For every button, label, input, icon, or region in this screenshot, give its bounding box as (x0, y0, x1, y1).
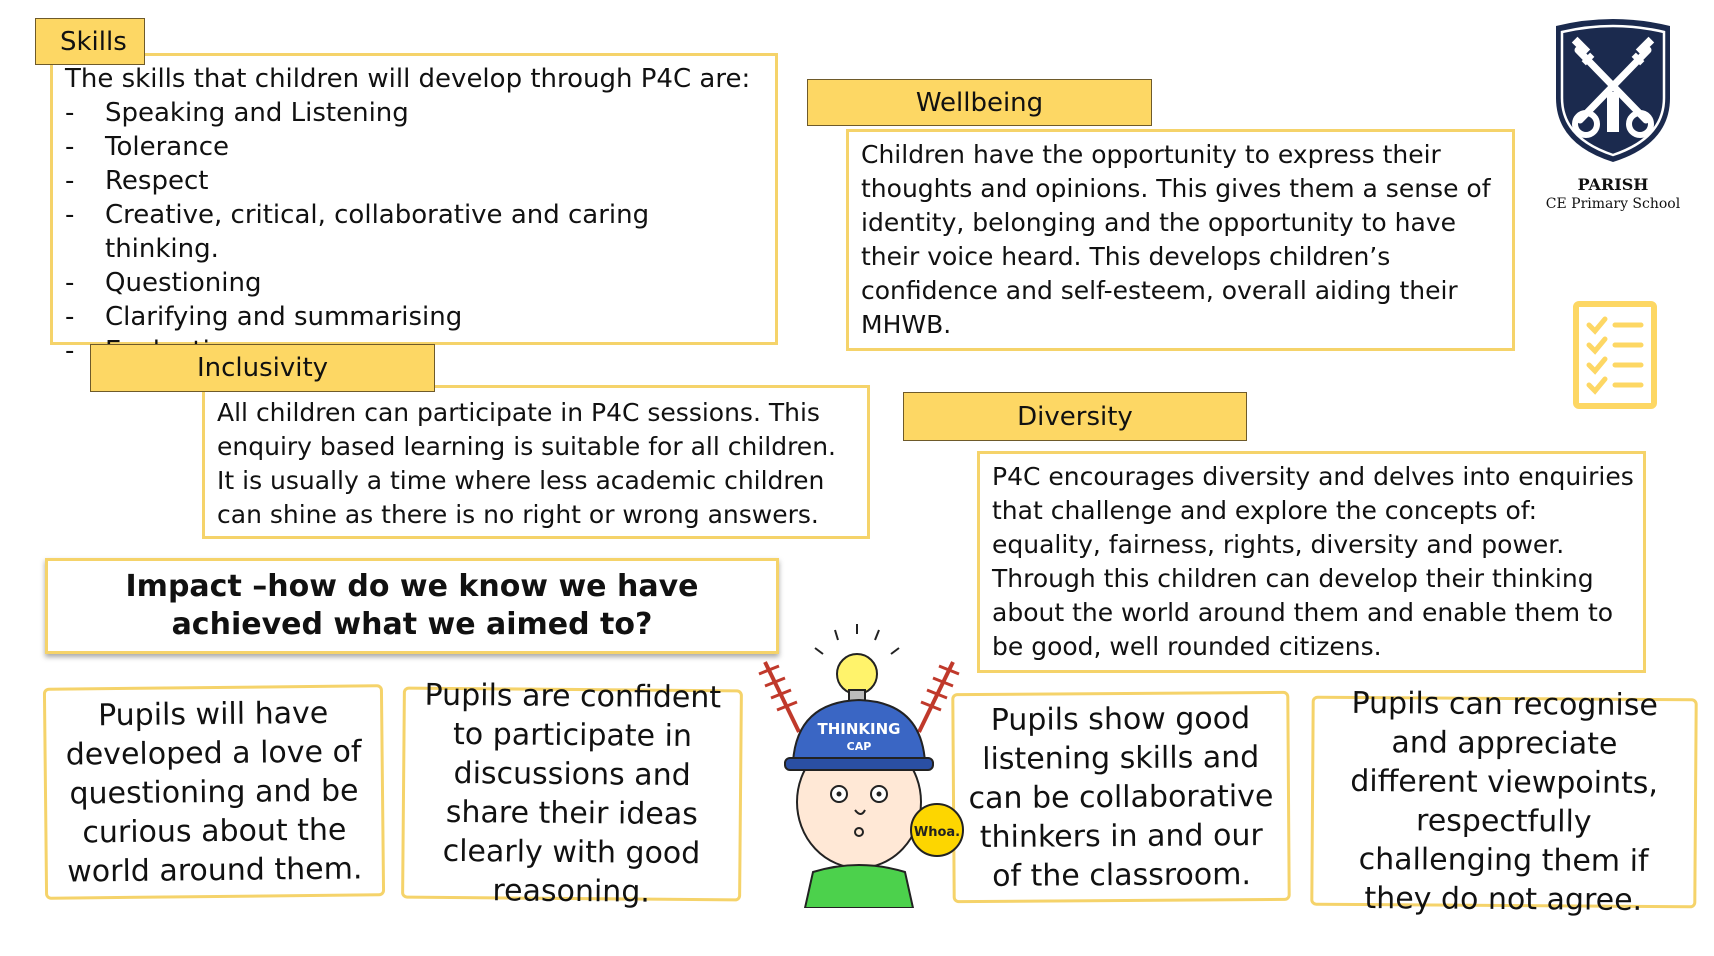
diversity-label: Diversity (903, 392, 1247, 441)
outcome-card-listening: Pupils show good listening skills and ca… (951, 690, 1291, 904)
diversity-panel: P4C encourages diversity and delves into… (977, 451, 1646, 673)
skills-list: -Speaking and Listening -Tolerance -Resp… (65, 96, 765, 368)
skills-label: Skills (35, 18, 145, 65)
shield-crossed-keys-icon (1556, 19, 1670, 162)
skills-panel: The skills that children will develop th… (50, 53, 778, 366)
list-item: -Tolerance (65, 130, 765, 164)
school-name-line1: PARISH (1577, 175, 1649, 194)
list-item: -Clarifying and summarising (65, 300, 765, 334)
outcome-card-viewpoints: Pupils can recognise and appreciate diff… (1310, 686, 1698, 918)
bullet-dash: - (65, 98, 75, 128)
wellbeing-panel: Children have the opportunity to express… (846, 129, 1515, 351)
list-item: -Creative, critical, collaborative and c… (65, 198, 765, 266)
impact-heading: Impact –how do we know we have achieved … (45, 558, 779, 654)
bullet-dash: - (65, 336, 75, 366)
skill-item-label: Creative, critical, collaborative and ca… (105, 200, 650, 264)
checklist-icon (1573, 301, 1657, 409)
bullet-dash: - (65, 302, 75, 332)
bullet-dash: - (65, 132, 75, 162)
outcome-card-questioning: Pupils will have developed a love of que… (42, 684, 386, 900)
skill-item-label: Respect (105, 166, 209, 196)
list-item: -Questioning (65, 266, 765, 300)
school-name: PARISH CE Primary School (1530, 175, 1696, 213)
wellbeing-label: Wellbeing (807, 79, 1152, 126)
cap-text: THINKING (818, 720, 901, 738)
skill-item-label: Speaking and Listening (105, 98, 409, 128)
bullet-dash: - (65, 166, 75, 196)
skill-item-label: Questioning (105, 268, 262, 298)
cap-text-2: CAP (847, 740, 872, 753)
inclusivity-label: Inclusivity (90, 344, 435, 392)
skill-item-label: Clarifying and summarising (105, 302, 463, 332)
bullet-dash: - (65, 200, 75, 230)
skill-item-label: Tolerance (105, 132, 229, 162)
skills-intro: The skills that children will develop th… (65, 64, 751, 94)
inclusivity-panel: All children can participate in P4C sess… (202, 385, 870, 539)
bullet-dash: - (65, 268, 75, 298)
thinking-cap-illustration: THINKING CAP Whoa. (758, 624, 964, 908)
list-item: -Speaking and Listening (65, 96, 765, 130)
speech-text: Whoa. (914, 825, 960, 840)
school-name-line2: CE Primary School (1545, 196, 1681, 212)
outcome-card-confidence: Pupils are confident to participate in d… (401, 678, 743, 910)
list-item: -Respect (65, 164, 765, 198)
